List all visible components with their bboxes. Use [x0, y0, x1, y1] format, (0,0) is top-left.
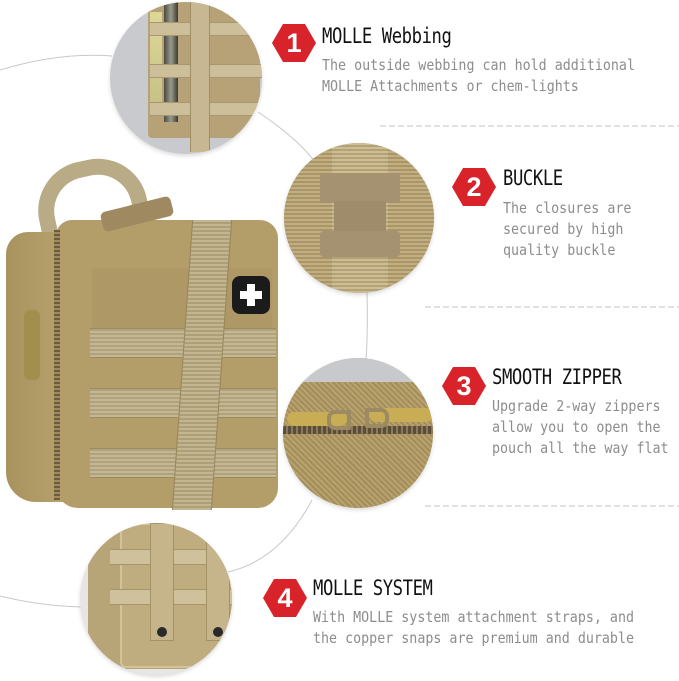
feature-description: The outside webbing can hold additional … [322, 56, 635, 95]
number-badge: 2 [452, 168, 496, 206]
medical-cross-icon [232, 276, 270, 314]
feature-title: SMOOTH ZIPPER [492, 365, 622, 389]
number-badge: 3 [442, 367, 486, 405]
feature-title: BUCKLE [503, 166, 563, 190]
feature-title: MOLLE Webbing [322, 24, 452, 48]
detail-circle-molle-webbing [110, 2, 262, 154]
feature-description: With MOLLE system attachment straps, and… [313, 608, 635, 647]
zipper-pull [24, 310, 40, 380]
feature-title: MOLLE SYSTEM [313, 576, 433, 600]
detail-circle-zipper [283, 358, 433, 508]
detail-circle-molle-system [80, 523, 232, 675]
pouch-product-image [6, 149, 278, 510]
feature-description: Upgrade 2-way zippers allow you to open … [492, 397, 669, 457]
number-badge: 1 [272, 24, 316, 62]
feature-description: The closures are secured by high quality… [503, 199, 632, 259]
number-badge: 4 [263, 579, 307, 617]
detail-circle-buckle [284, 143, 434, 293]
pouch-zipper [54, 230, 60, 500]
